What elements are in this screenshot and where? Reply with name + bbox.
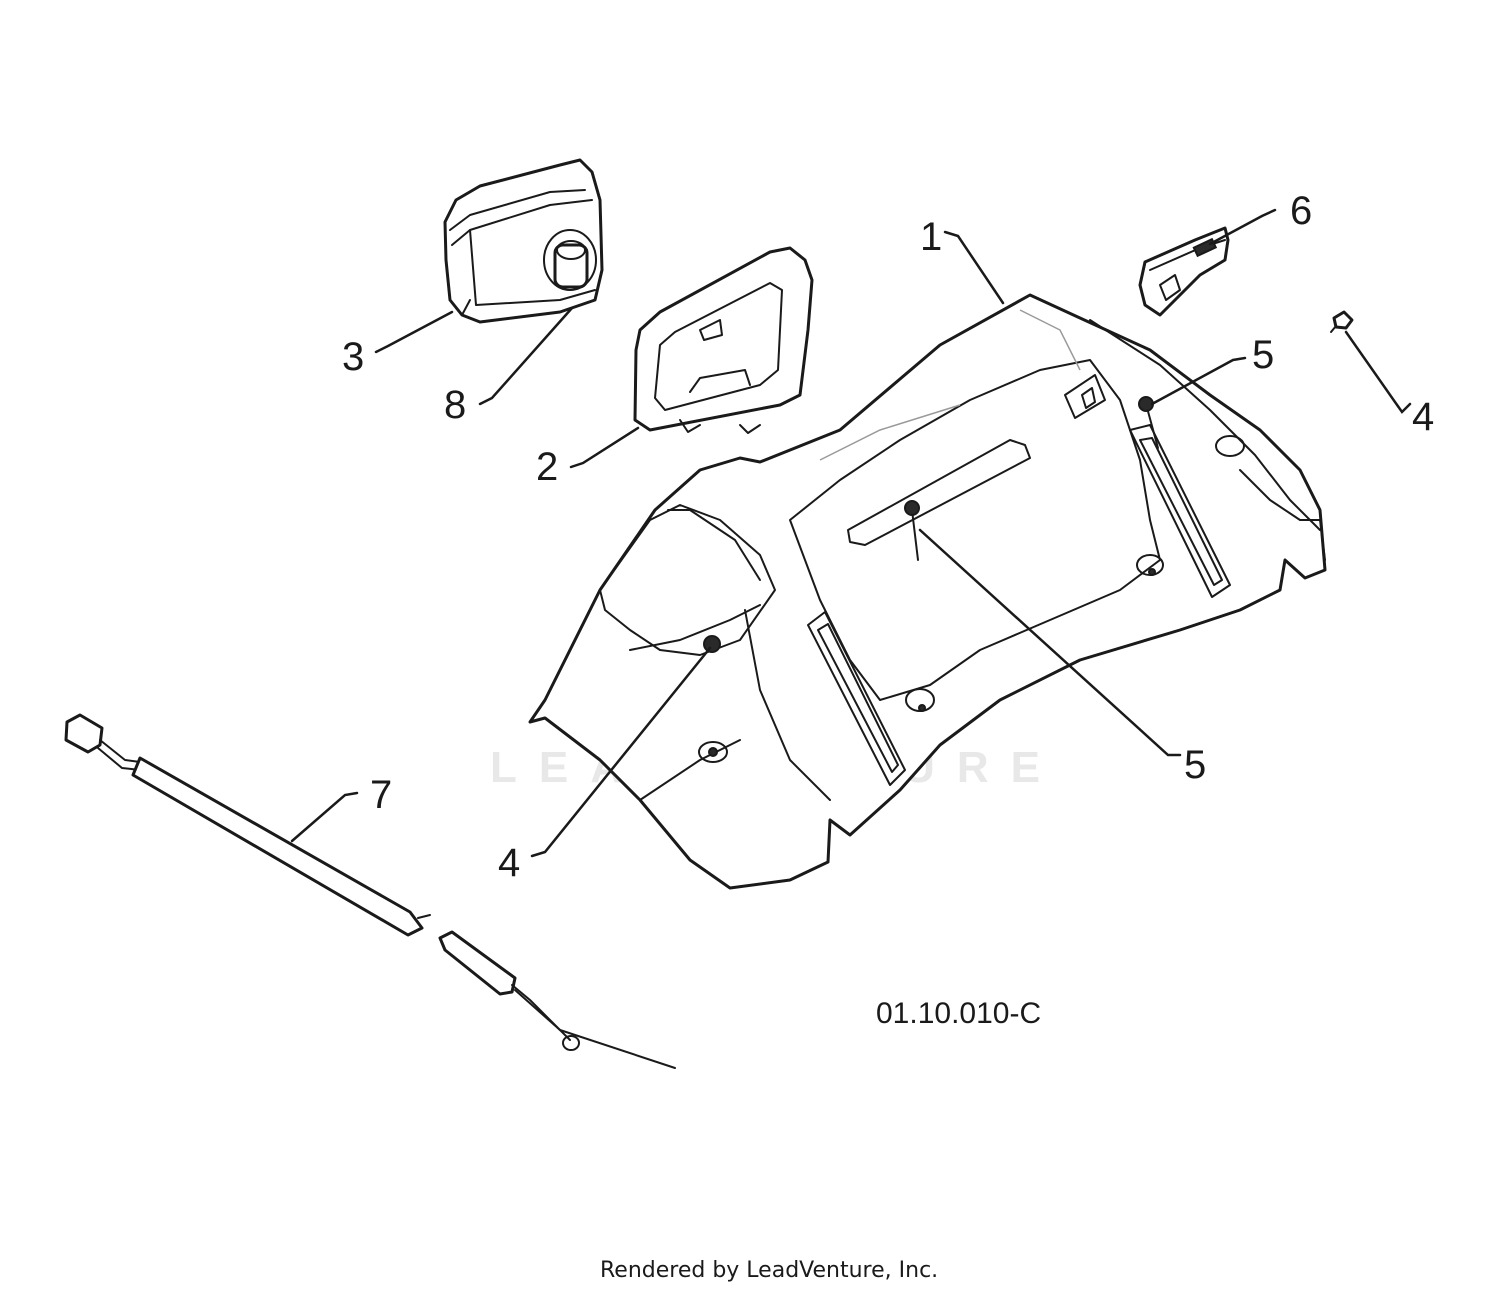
callout-6: 6: [1290, 189, 1312, 233]
reference-code: 01.10.010-C: [876, 997, 1041, 1030]
callout-2: 2: [536, 445, 558, 489]
callout-3: 3: [342, 335, 364, 379]
callout-4-right: 4: [1412, 395, 1434, 439]
callout-5-upper: 5: [1252, 333, 1274, 377]
callout-5-lower: 5: [1184, 743, 1206, 787]
callout-4-left: 4: [498, 841, 520, 885]
callout-7: 7: [370, 773, 392, 817]
footer-credit: Rendered by LeadVenture, Inc.: [600, 1258, 938, 1283]
part-4-screw-left: [703, 635, 721, 653]
part-2-light-bezel: [633, 246, 814, 434]
part-5-screw-lower: [904, 500, 920, 561]
callout-1: 1: [920, 215, 942, 259]
part-3-headlight: [443, 158, 604, 324]
part-1-hood: [528, 293, 1327, 890]
part-5-screw-upper: [1138, 396, 1159, 449]
part-4-screw-right: [1330, 310, 1354, 333]
leader-lines: [290, 208, 1412, 858]
callout-8: 8: [444, 383, 466, 427]
part-7-harness: [64, 713, 676, 1069]
